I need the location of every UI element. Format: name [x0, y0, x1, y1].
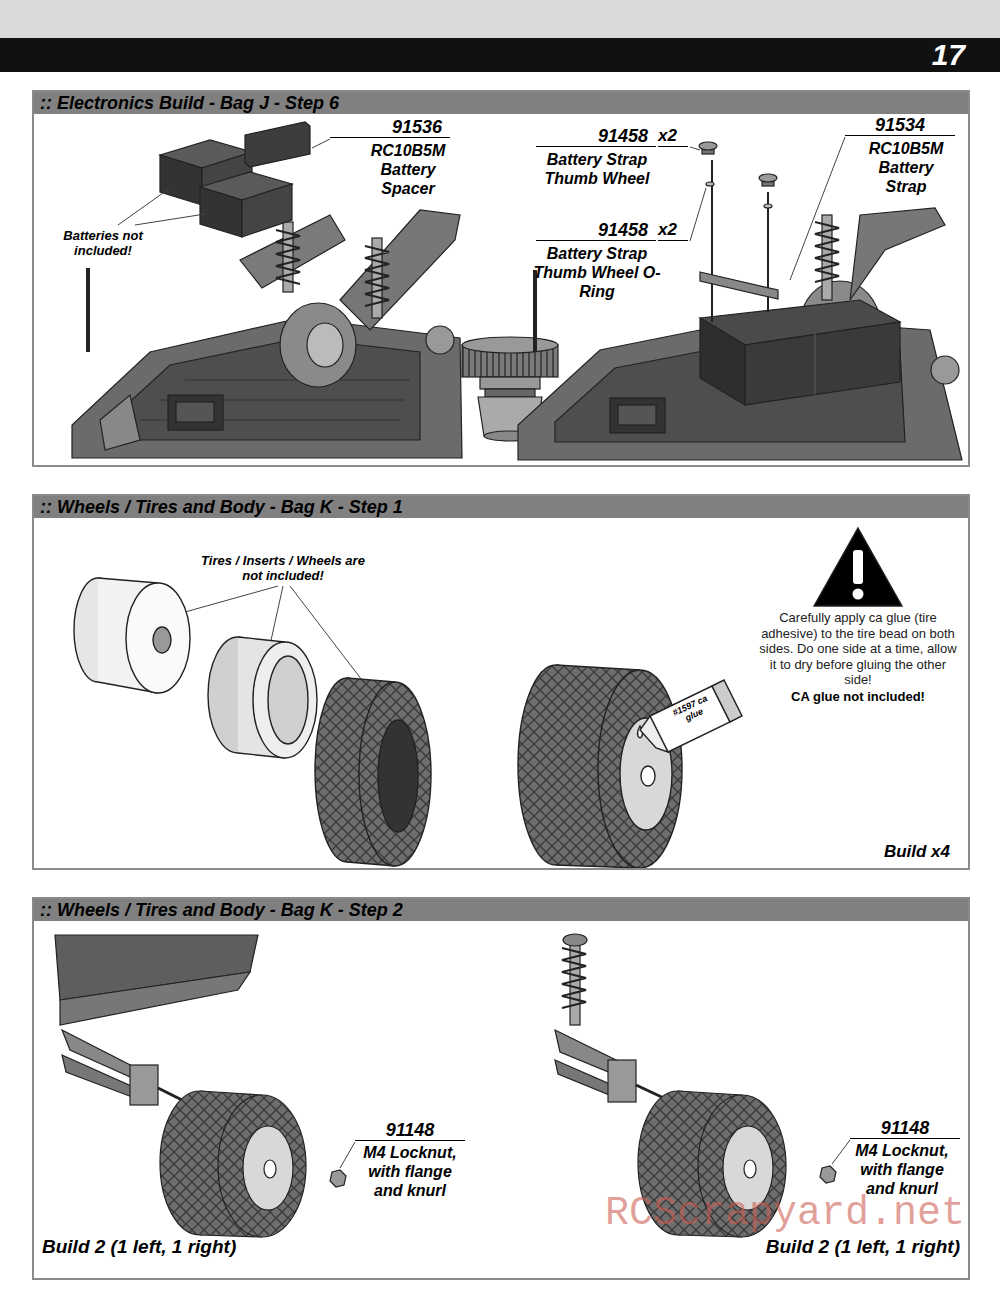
page-number: 17 — [905, 38, 965, 72]
part-number: 91534 — [845, 115, 955, 136]
part-number: 91536 — [330, 117, 450, 138]
quantity: x2 — [658, 126, 688, 147]
build-count: Build 2 (1 left, 1 right) — [640, 1236, 960, 1258]
part-name: RC10B5M Battery Strap — [858, 139, 954, 196]
step-heading: :: Electronics Build - Bag J - Step 6 — [34, 92, 968, 114]
step-panel: :: Electronics Build - Bag J - Step 6 — [32, 90, 970, 467]
note-text: Tires / Inserts / Wheels are not include… — [193, 553, 373, 583]
note-text: Batteries not included! — [53, 228, 153, 258]
part-number: 91148 — [850, 1118, 960, 1139]
watermark: RCScrapyard.net — [605, 1192, 990, 1236]
step-heading: :: Wheels / Tires and Body - Bag K - Ste… — [34, 496, 968, 518]
build-count: Build x4 — [830, 842, 950, 862]
part-number: 91458 — [536, 126, 656, 147]
step-heading: :: Wheels / Tires and Body - Bag K - Ste… — [34, 899, 968, 921]
part-number: 91458 — [536, 220, 656, 241]
part-name: RC10B5M Battery Spacer — [358, 141, 458, 198]
step-panel: :: Wheels / Tires and Body - Bag K - Ste… — [32, 494, 970, 870]
part-name: Battery Strap Thumb Wheel — [532, 150, 662, 188]
warning-text: Carefully apply ca glue (tire adhesive) … — [758, 610, 958, 688]
build-count: Build 2 (1 left, 1 right) — [42, 1236, 362, 1258]
warning-text: CA glue not included! — [758, 689, 958, 705]
part-name: Battery Strap Thumb Wheel O-Ring — [532, 244, 662, 301]
part-name: M4 Locknut, with flange and knurl — [355, 1143, 465, 1200]
part-name: M4 Locknut, with flange and knurl — [847, 1141, 957, 1198]
quantity: x2 — [658, 220, 688, 241]
part-number: 91148 — [355, 1120, 465, 1141]
